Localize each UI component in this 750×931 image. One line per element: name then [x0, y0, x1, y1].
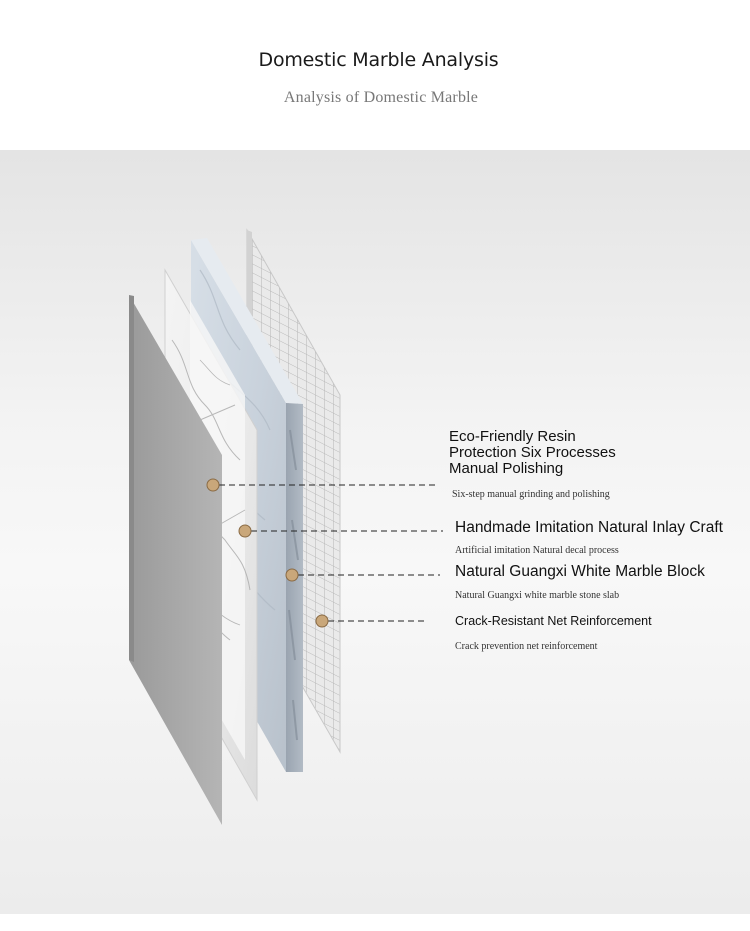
callout-dot-4 — [316, 615, 328, 627]
callout-stone: Natural Guangxi White Marble Block Natur… — [455, 563, 705, 601]
page-title: Domestic Marble Analysis — [0, 49, 750, 71]
callout-inlay: Handmade Imitation Natural Inlay Craft A… — [455, 519, 723, 556]
callout-inlay-sub: Artificial imitation Natural decal proce… — [455, 545, 723, 556]
callout-net-sub: Crack prevention net reinforcement — [455, 641, 652, 652]
callout-stone-title: Natural Guangxi White Marble Block — [455, 563, 705, 581]
callout-net: Crack-Resistant Net Reinforcement Crack … — [455, 614, 652, 652]
callout-resin: Eco-Friendly Resin Protection Six Proces… — [449, 429, 616, 500]
callout-inlay-title: Handmade Imitation Natural Inlay Craft — [455, 519, 723, 537]
callout-dot-1 — [207, 479, 219, 491]
callout-stone-sub: Natural Guangxi white marble stone slab — [455, 590, 705, 601]
callout-dot-3 — [286, 569, 298, 581]
callout-resin-line-3: Manual Polishing — [449, 461, 616, 477]
callout-dot-2 — [239, 525, 251, 537]
header: Domestic Marble Analysis Analysis of Dom… — [0, 0, 750, 150]
callout-resin-sub: Six-step manual grinding and polishing — [452, 489, 616, 500]
callout-resin-line-1: Eco-Friendly Resin — [449, 429, 616, 445]
callout-net-title: Crack-Resistant Net Reinforcement — [455, 614, 652, 629]
footer-band — [0, 914, 750, 931]
page-subtitle: Analysis of Domestic Marble — [0, 89, 750, 107]
callout-resin-line-2: Protection Six Processes — [449, 445, 616, 461]
